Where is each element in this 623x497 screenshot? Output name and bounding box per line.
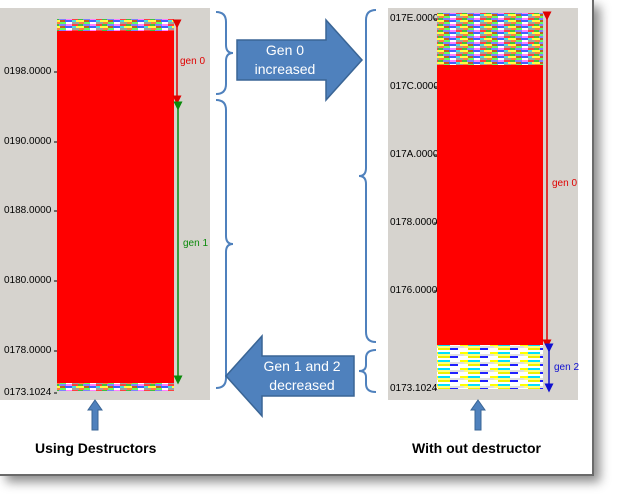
gen0-increased-text: Gen 0 increased [240, 41, 330, 79]
gen12-decreased-arrow [224, 334, 355, 418]
left-gen0-label: gen 0 [180, 56, 206, 67]
left-up-arrow [87, 399, 103, 431]
left-address-3: 0188.0000 [4, 205, 52, 216]
left-address-1: 0198.0000 [4, 66, 52, 77]
left-address-6: 0173.1024 [4, 387, 52, 398]
right-top-noise-block [437, 13, 543, 65]
left-caption: Using Destructors [35, 440, 157, 456]
left-upper-bracket [215, 11, 234, 95]
left-red-heap-block [57, 31, 174, 383]
right-address-4: 0178.0000 [390, 217, 438, 228]
left-address-4: 0180.0000 [4, 275, 52, 286]
left-address-2: 0190.0000 [4, 136, 52, 147]
gen0-arrow-line1: Gen 0 [265, 42, 305, 58]
left-heap-column [57, 19, 174, 391]
left-address-5: 0178.0000 [4, 345, 52, 356]
gen12-arrow-line1: Gen 1 and 2 [263, 358, 341, 374]
right-lower-bracket [358, 349, 377, 393]
right-bottom-noise-block [437, 345, 543, 389]
gen12-arrow-line2: decreased [269, 377, 335, 393]
left-lower-bracket [215, 99, 234, 389]
left-axis-ticks [54, 71, 57, 394]
right-up-arrow [470, 399, 486, 431]
right-address-5: 0176.0000 [390, 285, 438, 296]
gen0-arrow-line2: increased [254, 61, 316, 77]
right-address-6: 0173.1024 [390, 383, 438, 394]
gen0-increased-arrow [236, 18, 364, 102]
right-upper-bracket [358, 9, 377, 343]
gen12-decreased-text: Gen 1 and 2 decreased [252, 357, 352, 395]
right-address-2: 017C.0000 [390, 81, 439, 92]
right-caption: With out destructor [412, 440, 541, 456]
right-red-heap-block [437, 65, 543, 345]
right-gen2-label: gen 2 [554, 362, 580, 373]
left-bottom-noise-block [57, 383, 174, 391]
left-gen1-label: gen 1 [183, 238, 209, 249]
right-address-3: 017A.0000 [390, 149, 439, 160]
right-heap-column [437, 13, 543, 389]
right-address-1: 017E.0000 [390, 13, 439, 24]
left-top-noise-block [57, 19, 174, 31]
right-axis-ticks [434, 18, 437, 390]
right-gen0-label: gen 0 [552, 178, 578, 189]
